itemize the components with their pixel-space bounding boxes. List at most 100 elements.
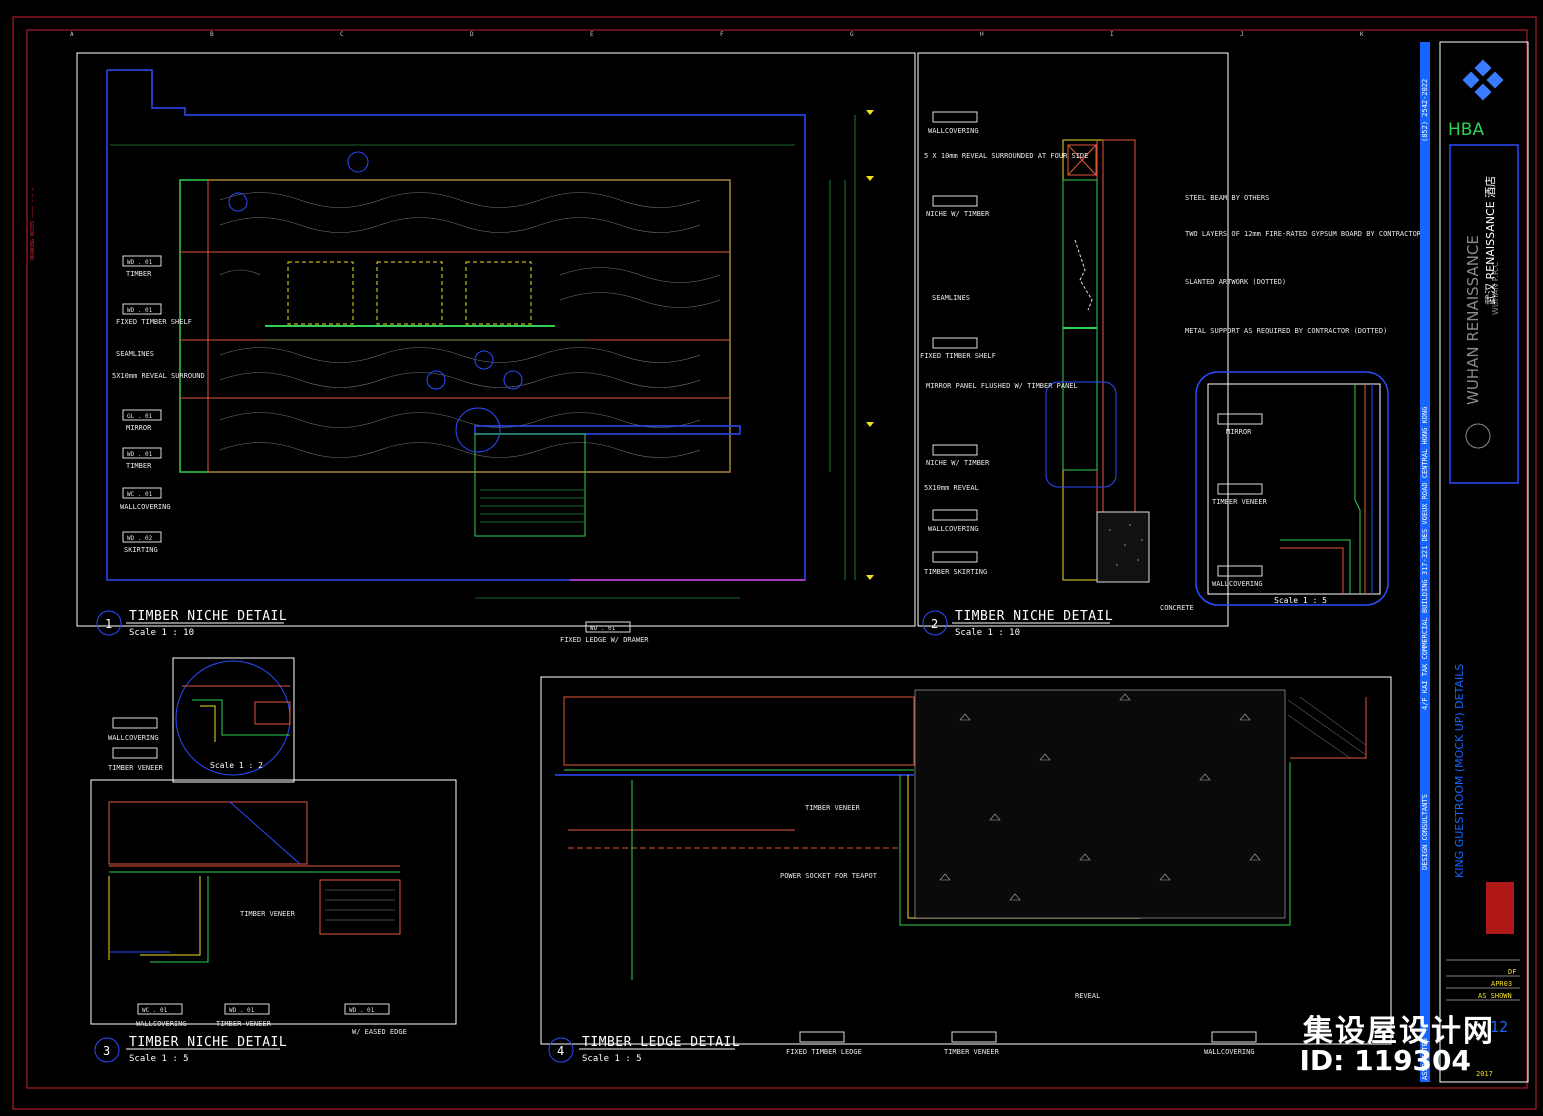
view2-note-1: STEEL BEAM BY OTHERS	[1185, 194, 1269, 202]
view2-note-3: SLANTED ARTWORK (DOTTED)	[1185, 278, 1286, 286]
view2-label-9: WALLCOVERING	[928, 525, 979, 533]
view4-title: TIMBER LEDGE DETAIL	[582, 1035, 740, 1050]
view2-number: 2	[931, 617, 938, 631]
project-name: WUHAN RENAISSANCE	[1464, 235, 1482, 405]
view1-label-mirror: MIRROR	[126, 424, 152, 432]
view2-label-1: WALLCOVERING	[928, 127, 979, 135]
view1-bottom-label: FIXED LEDGE W/ DRAWER	[560, 636, 649, 644]
view2-label-7: NICHE W/ TIMBER	[926, 459, 990, 467]
drawing-title: KING GUESTROOM (MOCK UP) DETAILS	[1453, 664, 1466, 878]
view4-bottom-3: WALLCOVERING	[1204, 1048, 1255, 1056]
detail2-mirror: MIRROR	[1226, 428, 1252, 436]
view3-label-3: TIMBER VENEER	[240, 910, 296, 918]
watermark-id: ID: 119304	[1299, 1044, 1472, 1077]
view2-frame	[917, 52, 1229, 627]
view2-note-4: METAL SUPPORT AS REQUIRED BY CONTRACTOR …	[1185, 327, 1387, 335]
view2-label-4: SEAMLINES	[932, 294, 970, 302]
view3-number: 3	[103, 1044, 110, 1058]
firm-address: 4/F KAI TAK COMMERCIAL BUILDING 317-321 …	[1421, 407, 1429, 710]
view3-scale: Scale 1 : 5	[129, 1054, 189, 1064]
view1-wood-grain	[219, 192, 721, 458]
view1-label-timber-2: TIMBER	[126, 462, 152, 470]
drawing-scale: AS SHOWN	[1478, 992, 1512, 1000]
consultant-label: DESIGN CONSULTANTS	[1421, 794, 1429, 870]
svg-text:E: E	[590, 31, 594, 38]
title-bar-blue	[1420, 42, 1430, 1082]
view4-frame	[540, 676, 1392, 1045]
view2-title: TIMBER NICHE DETAIL	[955, 609, 1113, 624]
view1-tag-1: WD . 01	[127, 259, 153, 266]
view1-tag-4: WD . 01	[127, 451, 153, 458]
view1-label-timber: TIMBER	[126, 270, 152, 278]
view2-label-2: 5 X 10mm REVEAL SURROUNDED AT FOUR SIDE	[924, 152, 1088, 160]
svg-text:D: D	[470, 31, 474, 38]
view2-label-10: TIMBER SKIRTING	[924, 568, 987, 576]
view1-dimensions	[110, 115, 856, 599]
firm-associates: ASSOCIATES	[1421, 1038, 1429, 1080]
view4-label-reveal: REVEAL	[1075, 992, 1100, 1000]
svg-text:H: H	[980, 31, 984, 38]
view1-tag-3: GL . 01	[127, 413, 153, 420]
view3-title: TIMBER NICHE DETAIL	[129, 1035, 287, 1050]
detail2-timber: TIMBER VENEER	[1212, 498, 1268, 506]
view3-label-1: WALLCOVERING	[108, 734, 159, 742]
title-block	[1439, 41, 1529, 1083]
view1-label-skirting: SKIRTING	[124, 546, 158, 554]
watermark-cn: 集设屋设计网	[1303, 1014, 1495, 1049]
view3-label-2: TIMBER VENEER	[108, 764, 164, 772]
view1-number: 1	[105, 617, 112, 631]
svg-text:I: I	[1110, 31, 1114, 38]
view3-tag-2: WD . 01	[229, 1007, 255, 1014]
view1-scale: Scale 1 : 10	[129, 628, 194, 638]
view2-note-2: TWO LAYERS OF 12mm FIRE-RATED GYPSUM BOA…	[1185, 230, 1422, 238]
view4-number: 4	[557, 1044, 564, 1058]
svg-text:J: J	[1240, 31, 1244, 38]
view1-frame	[76, 52, 916, 627]
inner-border	[26, 29, 1528, 1089]
view4-label-timber: TIMBER VENEER	[805, 804, 861, 812]
project-name-cn: 武汉 RENAISSANCE 酒店	[1483, 176, 1497, 305]
view1-tag-2: WD . 01	[127, 307, 153, 314]
left-margin-note: DRAWING NOTES ———— — — —	[30, 187, 36, 260]
svg-text:F: F	[720, 31, 724, 38]
view3-bottom-2: TIMBER VENEER	[216, 1020, 272, 1028]
svg-text:C: C	[340, 31, 344, 38]
svg-text:DRAWING NOTES ———— — — —: DRAWING NOTES ———— — — —	[30, 187, 36, 260]
view2-label-6: MIRROR PANEL FLUSHED W/ TIMBER PANEL	[926, 382, 1078, 390]
view4-bottom-1: FIXED TIMBER LEDGE	[786, 1048, 862, 1056]
view3-section	[108, 801, 401, 963]
detail2-wallcovering: WALLCOVERING	[1212, 580, 1263, 588]
enlarged-detail-2	[1195, 371, 1389, 606]
view1-tag-5: WC . 01	[127, 491, 153, 498]
view4-concrete	[914, 689, 1286, 919]
drawing-date: APR03	[1491, 980, 1512, 988]
view2-note-5: CONCRETE	[1160, 604, 1194, 612]
view3-bottom-1: WALLCOVERING	[136, 1020, 187, 1028]
sheet-number: 12	[1490, 1018, 1508, 1036]
view1-label-shelf: FIXED TIMBER SHELF	[116, 318, 192, 326]
detail3-inset-frame	[172, 657, 295, 783]
drawn-by: DF	[1508, 968, 1516, 976]
view2-label-8: 5X10mm REVEAL	[924, 484, 979, 492]
view4-bottom-2: TIMBER VENEER	[944, 1048, 1000, 1056]
drawing-year: 2017	[1476, 1070, 1493, 1078]
outer-border	[12, 16, 1537, 1110]
view4-label-socket: POWER SOCKET FOR TEAPOT	[780, 872, 878, 880]
svg-text:B: B	[210, 31, 214, 38]
view1-label-seamlines: SEAMLINES	[116, 350, 154, 358]
firm-phone: (852) 2542-2022	[1421, 79, 1429, 142]
view2-section	[1045, 139, 1150, 583]
view2-scale: Scale 1 : 10	[955, 628, 1020, 638]
view4-scale: Scale 1 : 5	[582, 1054, 642, 1064]
view1-title: TIMBER NICHE DETAIL	[129, 609, 287, 624]
svg-text:K: K	[1360, 31, 1364, 38]
view3-tag-3: WD . 01	[349, 1007, 375, 1014]
view1-label-wallcovering: WALLCOVERING	[120, 503, 171, 511]
view1-label-reveal: 5X10mm REVEAL SURROUND	[112, 372, 205, 380]
project-location: WUHAN P.R.C	[1491, 261, 1500, 315]
view3-bottom-3: W/ EASED EDGE	[352, 1028, 407, 1036]
view1-tag-6: WD . 02	[127, 535, 153, 542]
detail3-scale: Scale 1 : 2	[210, 761, 263, 770]
firm-name: HBA	[1448, 120, 1484, 140]
